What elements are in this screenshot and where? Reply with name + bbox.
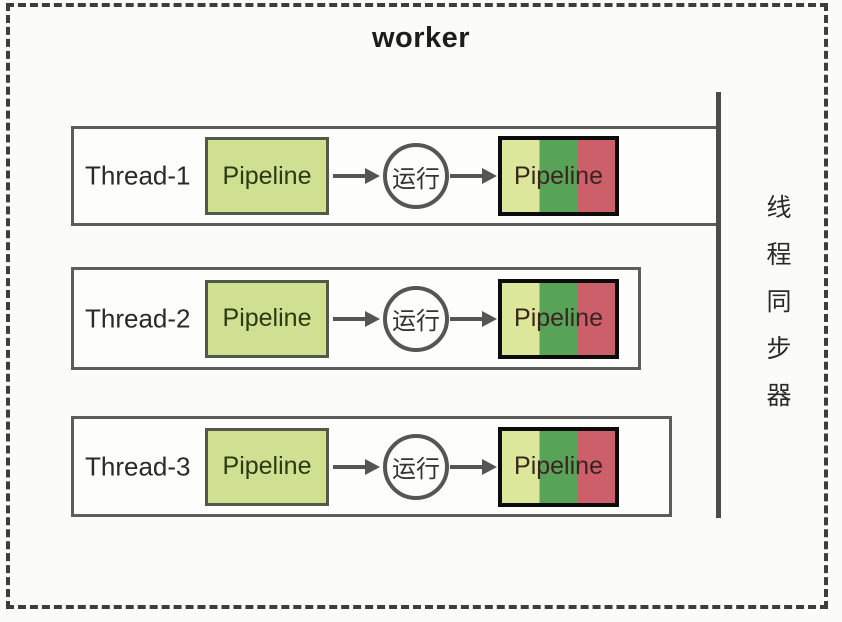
flow-arrow-icon [450, 458, 497, 476]
flow-arrow-icon [450, 167, 497, 185]
run-circle: 运行 [383, 285, 449, 352]
flow-arrow-icon [450, 310, 497, 328]
arrow-shaft [450, 464, 482, 469]
thread-label: Thread-3 [85, 451, 191, 481]
flow-arrow-icon [333, 458, 380, 476]
arrowhead-icon [365, 168, 380, 184]
pipeline-box: Pipeline [205, 427, 329, 506]
pipeline-striped-box: Pipeline [498, 426, 619, 507]
flow-arrow-icon [333, 167, 380, 185]
sync-label: 线 程 同 步 器 [763, 196, 795, 409]
worker-boundary [6, 3, 828, 609]
thread-label: Thread-1 [85, 160, 191, 191]
arrow-shaft [450, 316, 482, 321]
sync-label-char: 器 [766, 382, 792, 410]
arrow-shaft [450, 174, 482, 178]
diagram-title: worker [371, 22, 471, 54]
pipeline-box: Pipeline [205, 279, 329, 358]
arrowhead-icon [482, 310, 497, 327]
run-circle: 运行 [383, 143, 449, 209]
thread-label: Thread-2 [85, 303, 191, 333]
sync-label-char: 同 [766, 288, 792, 316]
arrowhead-icon [482, 168, 497, 184]
sync-label-char: 线 [766, 194, 792, 222]
pipeline-striped-box: Pipeline [498, 136, 619, 216]
thread-row: Thread-3 Pipeline 运行 Pipeline [71, 416, 672, 517]
thread-row: Thread-2 Pipeline 运行 Pipeline [71, 267, 641, 370]
sync-bracket-line [716, 92, 721, 518]
thread-row: Thread-1 Pipeline 运行 Pipeline [71, 126, 718, 226]
pipeline-box: Pipeline [205, 137, 329, 215]
arrow-shaft [333, 464, 365, 469]
arrowhead-icon [365, 458, 380, 475]
flow-arrow-icon [333, 310, 380, 328]
arrow-shaft [333, 174, 365, 178]
arrow-shaft [333, 316, 365, 321]
run-circle: 运行 [383, 433, 449, 500]
sync-label-char: 程 [766, 241, 792, 269]
arrowhead-icon [365, 310, 380, 327]
pipeline-striped-box: Pipeline [498, 278, 619, 359]
arrowhead-icon [482, 458, 497, 475]
sync-label-char: 步 [766, 335, 792, 363]
